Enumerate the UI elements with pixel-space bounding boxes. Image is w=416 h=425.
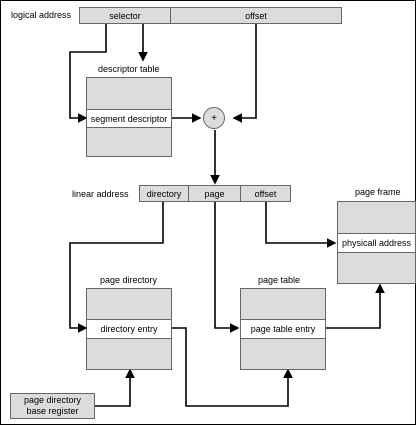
linear-address-label: linear address: [72, 189, 129, 199]
logical-address-label: logical address: [11, 10, 72, 20]
selector-field: selector: [79, 7, 171, 24]
linear-offset-field: offset: [240, 185, 291, 202]
directory-to-entry-arrow: [69, 202, 164, 333]
adder-circle: +: [203, 107, 225, 129]
selector-to-descriptor-arrow: [69, 24, 107, 123]
base-register-line2: base register: [26, 406, 79, 416]
page-table-entry: page table entry: [240, 319, 326, 339]
descriptor-table-title: descriptor table: [98, 64, 160, 74]
page-directory-base-register: page directory base register: [10, 393, 95, 419]
page-field: page: [188, 185, 241, 202]
logical-offset-field: offset: [170, 7, 342, 24]
page-table-title: page table: [258, 275, 301, 285]
page-to-table-entry-arrow: [214, 202, 240, 333]
segment-descriptor-entry: segment descriptor: [86, 109, 172, 128]
directory-field: directory: [139, 185, 189, 202]
physical-address-entry: physicall address: [337, 233, 416, 253]
offset-to-adder-arrow: [232, 24, 257, 123]
table-entry-to-frame-arrow: [326, 283, 385, 329]
directory-entry: directory entry: [86, 319, 172, 339]
page-directory-title: page directory: [100, 275, 158, 285]
page-frame-title: page frame: [355, 187, 401, 197]
base-register-line1: page directory: [23, 395, 82, 405]
base-register-to-directory-arrow: [95, 368, 135, 407]
offset-to-physical-arrow: [265, 202, 337, 248]
directory-entry-to-table-arrow: [172, 327, 293, 407]
